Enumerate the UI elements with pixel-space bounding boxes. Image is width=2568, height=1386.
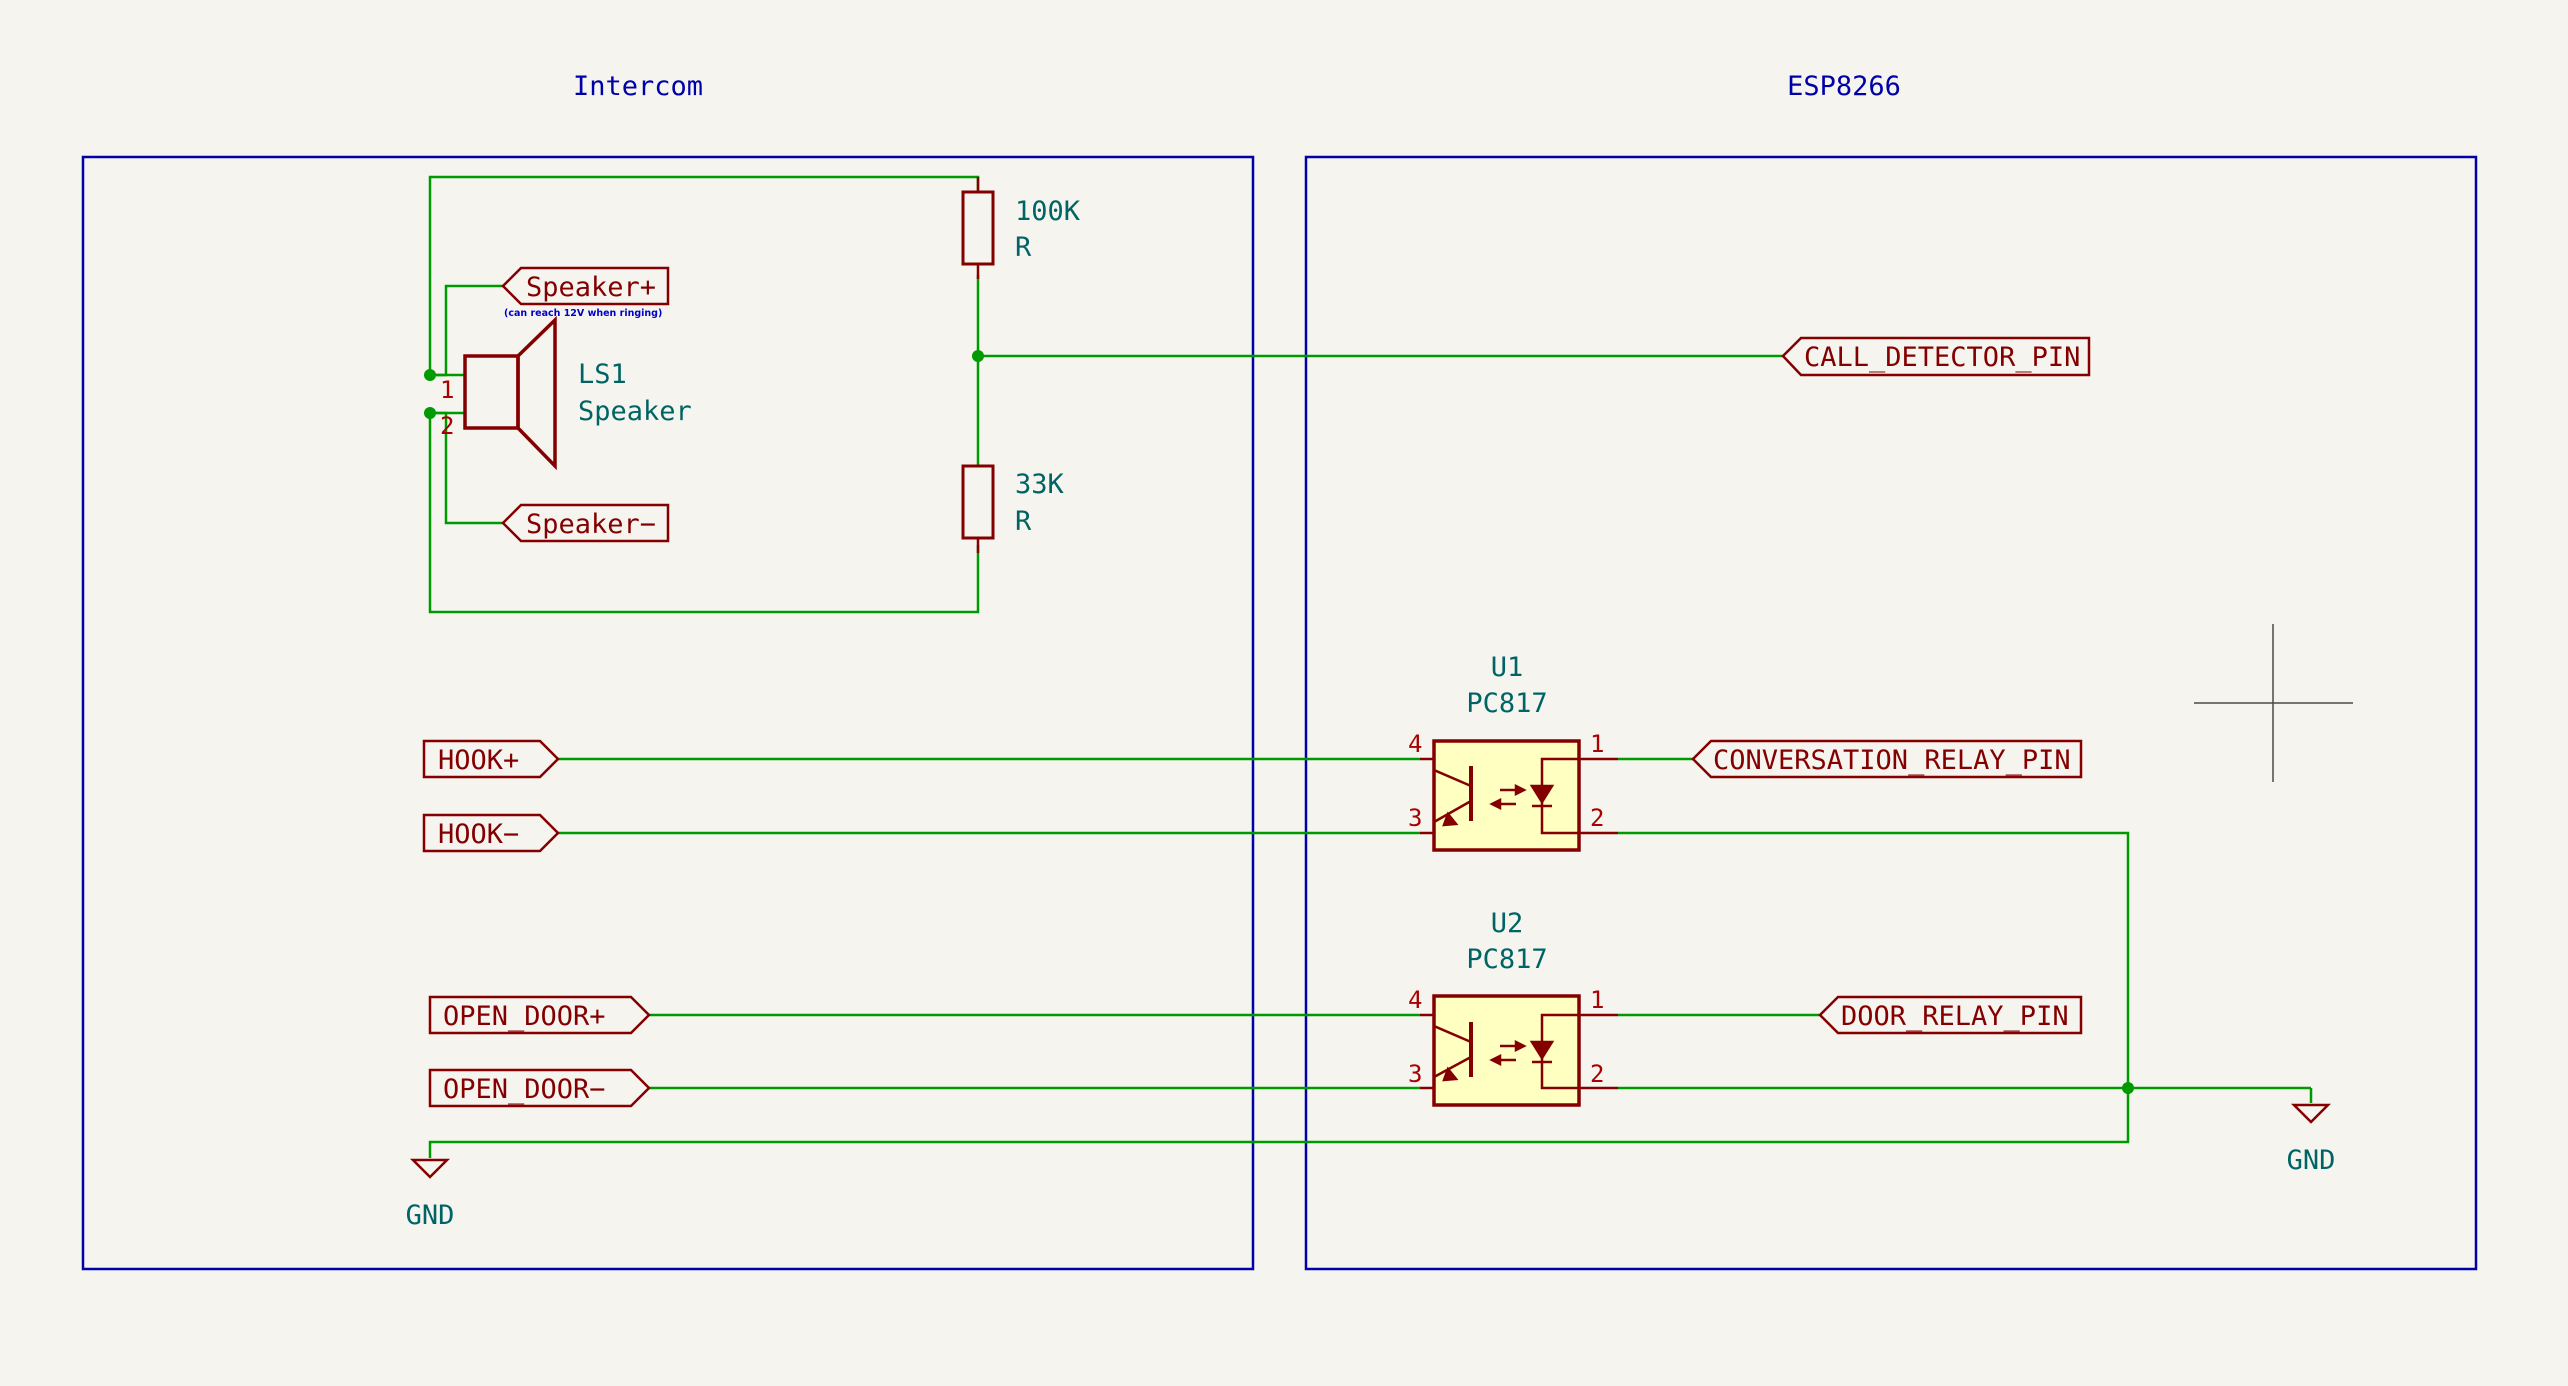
- label-conversation-relay-pin[interactable]: CONVERSATION_RELAY_PIN: [1691, 739, 2083, 779]
- gnd-symbol-right[interactable]: GND: [2287, 1103, 2336, 1176]
- u1-reference: U1: [1491, 652, 1524, 683]
- optocoupler-u2[interactable]: 4 3 1 2 U2 PC817: [1408, 908, 1618, 1107]
- wire-divider-bottom: [428, 413, 980, 614]
- label-speaker-minus[interactable]: Speaker−: [501, 503, 670, 543]
- resistor-33k-type: R: [1015, 506, 1032, 537]
- esp8266-frame: ESP8266: [1304, 71, 2478, 1271]
- gnd-symbol-left[interactable]: GND: [406, 1158, 455, 1231]
- resistor-100k-type: R: [1015, 232, 1032, 263]
- label-call-detector-pin-text: CALL_DETECTOR_PIN: [1804, 342, 2080, 373]
- resistor-33k-value: 33K: [1015, 469, 1065, 500]
- wire-u1-gnd: [1618, 831, 2130, 1088]
- gnd-left-label: GND: [406, 1200, 455, 1231]
- junction-dot: [424, 407, 436, 419]
- u1-pin3-number: 3: [1408, 804, 1422, 832]
- crosshair-cursor-icon: [2194, 624, 2353, 782]
- speaker-icon: [516, 315, 557, 471]
- label-hook-plus[interactable]: HOOK+: [422, 739, 560, 779]
- speaker-reference: LS1: [578, 359, 627, 390]
- u2-pin2-number: 2: [1590, 1060, 1604, 1088]
- junctions: [424, 350, 2134, 1094]
- label-speaker-plus[interactable]: Speaker+: [501, 266, 670, 306]
- label-open-door-plus-text: OPEN_DOOR+: [443, 1001, 606, 1032]
- u2-pin4-number: 4: [1408, 986, 1422, 1014]
- resistor-33k[interactable]: 33K R: [961, 464, 1065, 553]
- junction-dot: [972, 350, 984, 362]
- ground-icon: [2290, 1103, 2332, 1124]
- label-open-door-plus[interactable]: OPEN_DOOR+: [428, 995, 651, 1035]
- wire-speaker-minus: [430, 411, 503, 525]
- label-call-detector-pin[interactable]: CALL_DETECTOR_PIN: [1781, 336, 2091, 377]
- junction-dot: [424, 369, 436, 381]
- u1-value: PC817: [1466, 688, 1547, 719]
- label-speaker-plus-text: Speaker+: [526, 272, 656, 303]
- speaker-pin2-number: 2: [440, 412, 454, 440]
- wire-speaker-plus: [430, 284, 503, 377]
- speaker-value: Speaker: [578, 396, 692, 427]
- u1-pin2-number: 2: [1590, 804, 1604, 832]
- u1-pin1-number: 1: [1590, 730, 1604, 758]
- label-door-relay-pin[interactable]: DOOR_RELAY_PIN: [1818, 995, 2083, 1035]
- u2-pin1-number: 1: [1590, 986, 1604, 1014]
- led-icon: [1489, 757, 1579, 835]
- junction-dot: [2122, 1082, 2134, 1094]
- gnd-right-label: GND: [2287, 1145, 2336, 1176]
- speaker-pin1-number: 1: [440, 376, 454, 404]
- label-conversation-relay-pin-text: CONVERSATION_RELAY_PIN: [1713, 745, 2071, 776]
- u2-reference: U2: [1491, 908, 1524, 939]
- intercom-frame-title: Intercom: [573, 71, 703, 102]
- resistor-100k-value: 100K: [1015, 196, 1081, 227]
- intercom-frame: Intercom: [81, 71, 1255, 1271]
- optocoupler-u1[interactable]: 4 3 1 2 U1 PC817: [1408, 652, 1618, 852]
- label-open-door-minus[interactable]: OPEN_DOOR−: [428, 1068, 651, 1108]
- u2-pin3-number: 3: [1408, 1060, 1422, 1088]
- wires: [428, 175, 2313, 1158]
- label-speaker-minus-text: Speaker−: [526, 509, 656, 540]
- speaker-plus-note: (can reach 12V when ringing): [504, 308, 662, 319]
- label-open-door-minus-text: OPEN_DOOR−: [443, 1074, 606, 1105]
- label-door-relay-pin-text: DOOR_RELAY_PIN: [1841, 1001, 2069, 1032]
- resistor-100k[interactable]: 100K R: [961, 177, 1081, 279]
- phototransistor-icon: [1432, 1015, 1473, 1088]
- speaker-ls1[interactable]: 1 2 LS1 Speaker: [440, 315, 692, 471]
- label-hook-minus[interactable]: HOOK−: [422, 813, 560, 853]
- u2-value: PC817: [1466, 944, 1547, 975]
- u1-pin4-number: 4: [1408, 730, 1422, 758]
- label-hook-minus-text: HOOK−: [438, 819, 519, 850]
- led-icon: [1489, 1013, 1579, 1090]
- wire-left-gnd: [428, 1088, 2130, 1158]
- ground-icon: [409, 1158, 451, 1179]
- phototransistor-icon: [1432, 759, 1473, 833]
- esp8266-frame-title: ESP8266: [1787, 71, 1901, 102]
- label-hook-plus-text: HOOK+: [438, 745, 519, 776]
